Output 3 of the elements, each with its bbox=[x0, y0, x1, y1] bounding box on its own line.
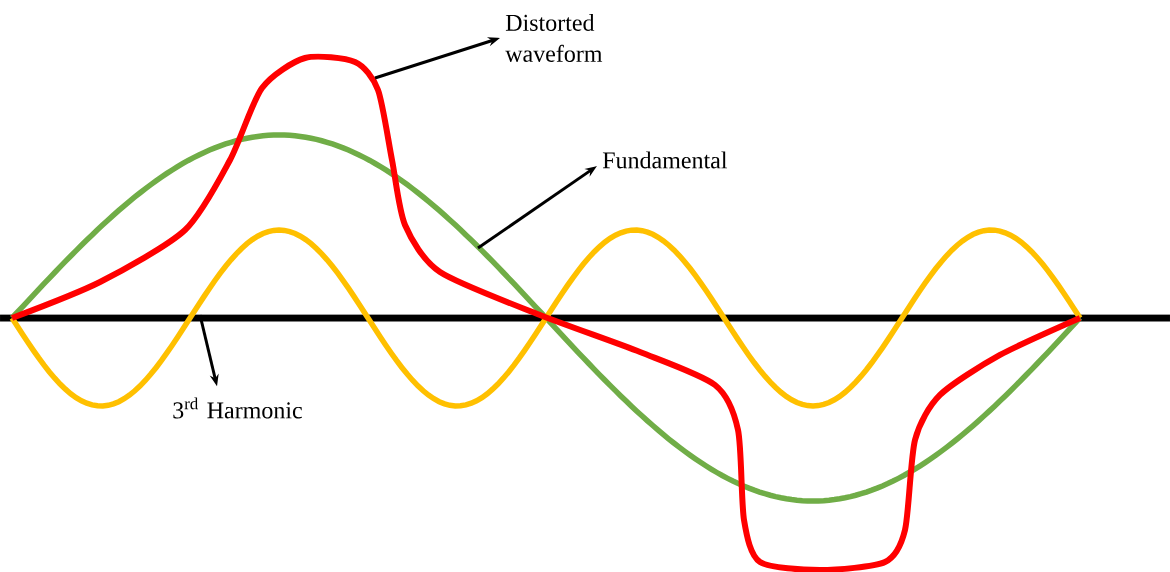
waveform-label: 3$^{rd}$ Harmonic bbox=[173, 397, 302, 419]
waveform-label: Fundamental bbox=[602, 151, 728, 169]
waveform-label: Distorted waveform bbox=[505, 14, 603, 62]
